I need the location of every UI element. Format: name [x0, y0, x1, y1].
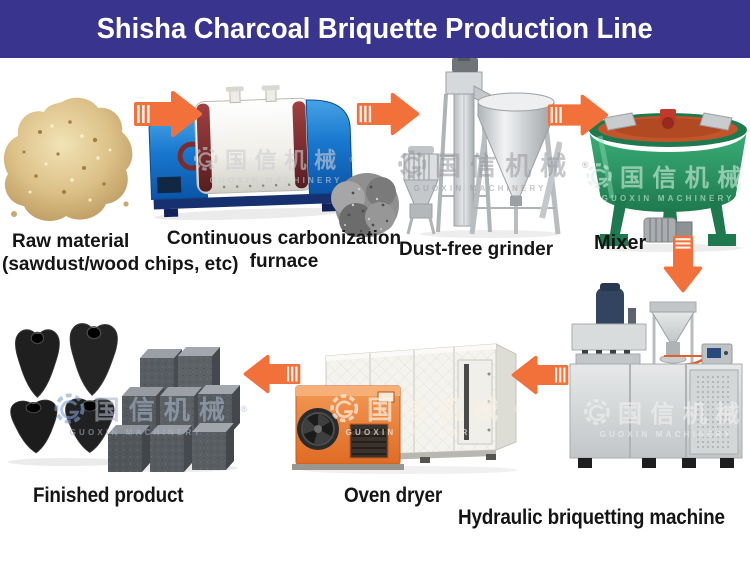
grinder-icon	[403, 56, 562, 238]
charcoal-briquettes-icon	[8, 322, 240, 472]
briquetting-machine-image	[566, 280, 748, 468]
carbonization-furnace-image	[146, 82, 358, 223]
raw-material-label-line2: (sawdust/wood chips, etc)	[2, 254, 239, 276]
flow-arrow-down-icon	[660, 234, 706, 294]
mixer-icon	[589, 109, 747, 252]
oven-dryer-image	[290, 326, 520, 474]
finished-product-label: Finished product	[33, 484, 184, 507]
flow-arrow-left-2-icon	[242, 348, 302, 400]
oven-door	[457, 359, 493, 445]
sawdust-pile-icon	[3, 97, 133, 221]
mixer-label: Mixer	[594, 232, 647, 254]
furnace-label-line1: Continuous carbonization	[166, 228, 402, 249]
oven-dryer-label: Oven dryer	[344, 484, 443, 507]
grinder-image	[394, 56, 562, 238]
furnace-label-line2: furnace	[249, 251, 319, 273]
oven-dryer-icon	[292, 343, 518, 474]
flow-arrow-right-3-icon	[544, 92, 612, 138]
grinder-filter-unit	[403, 146, 439, 235]
carbonized-material-icon	[323, 165, 405, 243]
oven-heat-pump-unit	[292, 385, 404, 470]
banner: Shisha Charcoal Briquette Production Lin…	[0, 0, 750, 58]
raw-material-label-line1: Raw material	[12, 231, 130, 252]
banner-title: Shisha Charcoal Briquette Production Lin…	[97, 12, 653, 45]
mixer-image	[586, 106, 750, 254]
flow-arrow-right-1-icon	[132, 88, 204, 140]
watermark-reg-mark: ®	[240, 403, 248, 414]
finished-product-image	[2, 310, 240, 472]
briquetting-machine-label: Hydraulic briquetting machine	[458, 506, 725, 529]
cube-briquettes	[108, 347, 240, 472]
raw-material-label: Raw material (sawdust/wood chips, etc)	[2, 230, 238, 276]
flow-arrow-right-2-icon	[355, 90, 421, 138]
raw-material-image	[0, 92, 140, 232]
furnace-label: Continuous carbonization furnace	[166, 227, 402, 273]
flow-arrow-left-1-icon	[510, 350, 570, 400]
grinder-label: Dust-free grinder	[399, 239, 554, 260]
carbonization-furnace-icon	[148, 85, 353, 221]
briquetting-machine-icon	[569, 283, 743, 468]
heart-briquettes	[9, 322, 119, 455]
mixer-motor	[643, 217, 693, 243]
